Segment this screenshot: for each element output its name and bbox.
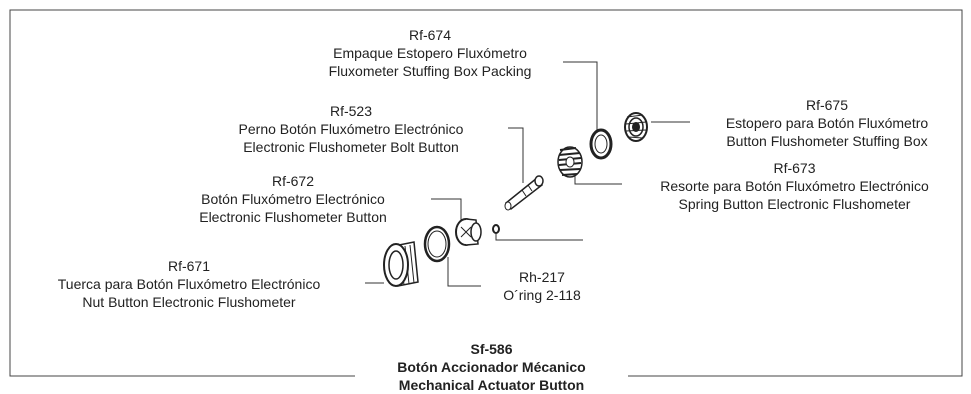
leader-rf523 [508,127,524,183]
part-name-es: Perno Botón Fluxómetro Electrónico [238,121,464,137]
label-rf523: Rf-523 Perno Botón Fluxómetro Electrónic… [196,102,506,156]
label-rf671: Rf-671 Tuerca para Botón Fluxómetro Elec… [14,257,364,311]
assembly-code: Sf-586 [470,341,513,357]
label-rf672: Rf-672 Botón Fluxómetro Electrónico Elec… [158,172,428,226]
oring-part [423,225,451,263]
part-code: Rh-217 [519,269,565,285]
label-rf674: Rf-674 Empaque Estopero Fluxómetro Fluxo… [295,26,565,80]
small-oring-part [492,224,500,234]
label-rf675: Rf-675 Estopero para Botón Fluxómetro Bu… [692,96,962,150]
part-name-en: O´ring 2-118 [503,287,581,303]
leader-oring-small [495,232,583,241]
part-code: Rf-671 [167,258,211,274]
part-code: Rf-673 [773,160,816,176]
part-name-es: Tuerca para Botón Fluxómetro Electrónico [57,276,321,292]
part-code: Rf-674 [408,27,452,43]
part-code: Rf-523 [329,103,373,119]
stuffing-box-part [624,112,648,142]
part-name-en: Spring Button Electronic Flushometer [678,196,911,212]
assembly-name-en: Mechanical Actuator Button [398,377,585,393]
assembly-name-es: Botón Accionador Mécanico [397,359,586,375]
part-name-es: Botón Fluxómetro Electrónico [201,191,385,207]
label-rh217: Rh-217 O´ring 2-118 [482,268,602,304]
leader-rf673 [574,170,622,185]
part-code: Rf-675 [805,97,849,113]
part-name-es: Estopero para Botón Fluxómetro [725,115,929,131]
spring-part [557,146,583,178]
part-name-en: Nut Button Electronic Flushometer [82,294,296,310]
part-name-en: Button Flushometer Stuffing Box [726,133,928,149]
leader-rh217 [447,257,481,287]
leader-rf672 [431,198,462,222]
part-name-en: Electronic Flushometer Button [199,209,387,225]
frame-border [9,9,963,377]
part-name-en: Fluxometer Stuffing Box Packing [328,63,532,79]
part-name-en: Electronic Flushometer Bolt Button [243,139,459,155]
nut-part [383,241,419,287]
part-name-es: Empaque Estopero Fluxómetro [333,45,527,61]
label-rf673: Rf-673 Resorte para Botón Fluxómetro Ele… [622,159,967,213]
leader-rf674 [563,61,598,133]
part-code: Rf-672 [271,173,315,189]
leader-lines [365,61,690,287]
packing-ring-part [589,128,613,160]
assembly-title: Sf-586 Botón Accionador Mécanico Mechani… [355,340,628,394]
part-name-es: Resorte para Botón Fluxómetro Electrónic… [660,178,929,194]
bolt-part [504,175,544,211]
button-part [455,218,482,246]
